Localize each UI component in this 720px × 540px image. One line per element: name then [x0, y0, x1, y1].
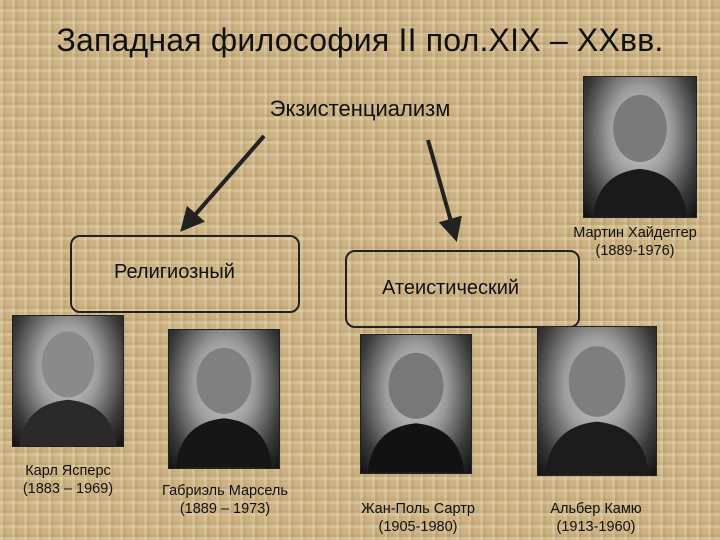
atheistic-label: Атеистический	[382, 277, 519, 300]
marcel-caption: Габриэль Марсель (1889 – 1973)	[145, 482, 305, 518]
person-icon	[169, 330, 279, 468]
religious-box: Религиозный	[70, 235, 300, 313]
camus-name: Альбер Камю	[526, 500, 666, 518]
atheistic-box: Атеистический	[345, 250, 580, 328]
marcel-years: (1889 – 1973)	[145, 500, 305, 518]
sartre-caption: Жан-Поль Сартр (1905-1980)	[348, 500, 488, 536]
religious-label: Религиозный	[114, 261, 235, 284]
jaspers-portrait	[12, 315, 124, 447]
person-icon	[13, 316, 123, 446]
camus-portrait	[537, 326, 657, 476]
camus-caption: Альбер Камю (1913-1960)	[526, 500, 666, 536]
sartre-name: Жан-Поль Сартр	[348, 500, 488, 518]
sartre-portrait	[360, 334, 472, 474]
marcel-portrait	[168, 329, 280, 469]
person-icon	[584, 77, 696, 217]
person-icon	[361, 335, 471, 473]
sartre-years: (1905-1980)	[348, 518, 488, 536]
arrow-to-atheistic	[428, 140, 454, 232]
jaspers-years: (1883 – 1969)	[0, 480, 136, 498]
camus-years: (1913-1960)	[526, 518, 666, 536]
person-icon	[538, 327, 656, 475]
heidegger-portrait	[583, 76, 697, 218]
arrow-to-religious	[187, 136, 264, 224]
jaspers-caption: Карл Ясперс (1883 – 1969)	[0, 462, 136, 498]
marcel-name: Габриэль Марсель	[145, 482, 305, 500]
heidegger-caption: Мартин Хайдеггер (1889-1976)	[550, 224, 720, 260]
heidegger-years: (1889-1976)	[550, 242, 720, 260]
jaspers-name: Карл Ясперс	[0, 462, 136, 480]
heidegger-name: Мартин Хайдеггер	[550, 224, 720, 242]
